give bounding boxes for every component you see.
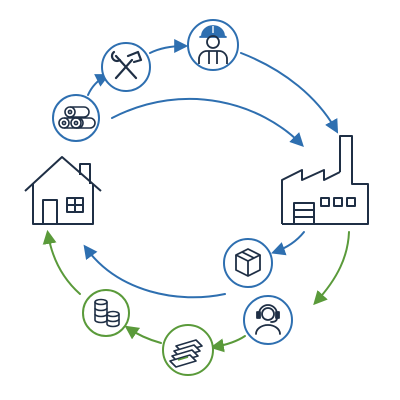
service-node: [243, 295, 293, 345]
customer-service-headset-icon: [255, 304, 281, 335]
flow-factory-to-service: [313, 231, 350, 306]
flow-service-to-payment: [209, 335, 246, 353]
flow-tools-to-worker: [149, 39, 189, 54]
flow-raw-materials-to-factory: [111, 97, 304, 148]
worker-node: [187, 19, 239, 71]
coin-stacks-icon: [94, 298, 120, 328]
flow-factory-to-goods: [271, 231, 305, 256]
package-box-icon: [235, 248, 261, 277]
tools-node: [101, 42, 151, 92]
raw-materials-node: [52, 94, 100, 142]
logs-icon: [58, 106, 96, 129]
payment-node: [162, 324, 214, 376]
flow-worker-to-factory: [240, 52, 339, 134]
construction-worker-icon: [198, 25, 228, 64]
flow-raw-materials-to-tools: [87, 74, 110, 96]
goods-node: [223, 238, 273, 288]
savings-node: [82, 289, 130, 337]
factory-icon: [281, 135, 369, 225]
wrench-hammer-icon: [110, 50, 143, 80]
cash-stack-icon: [169, 339, 203, 368]
flow-goods-to-home: [83, 244, 226, 299]
flow-savings-to-home: [42, 229, 81, 295]
flow-arrows: [42, 39, 350, 353]
house-icon: [24, 156, 102, 225]
flow-payment-to-savings: [124, 325, 162, 344]
